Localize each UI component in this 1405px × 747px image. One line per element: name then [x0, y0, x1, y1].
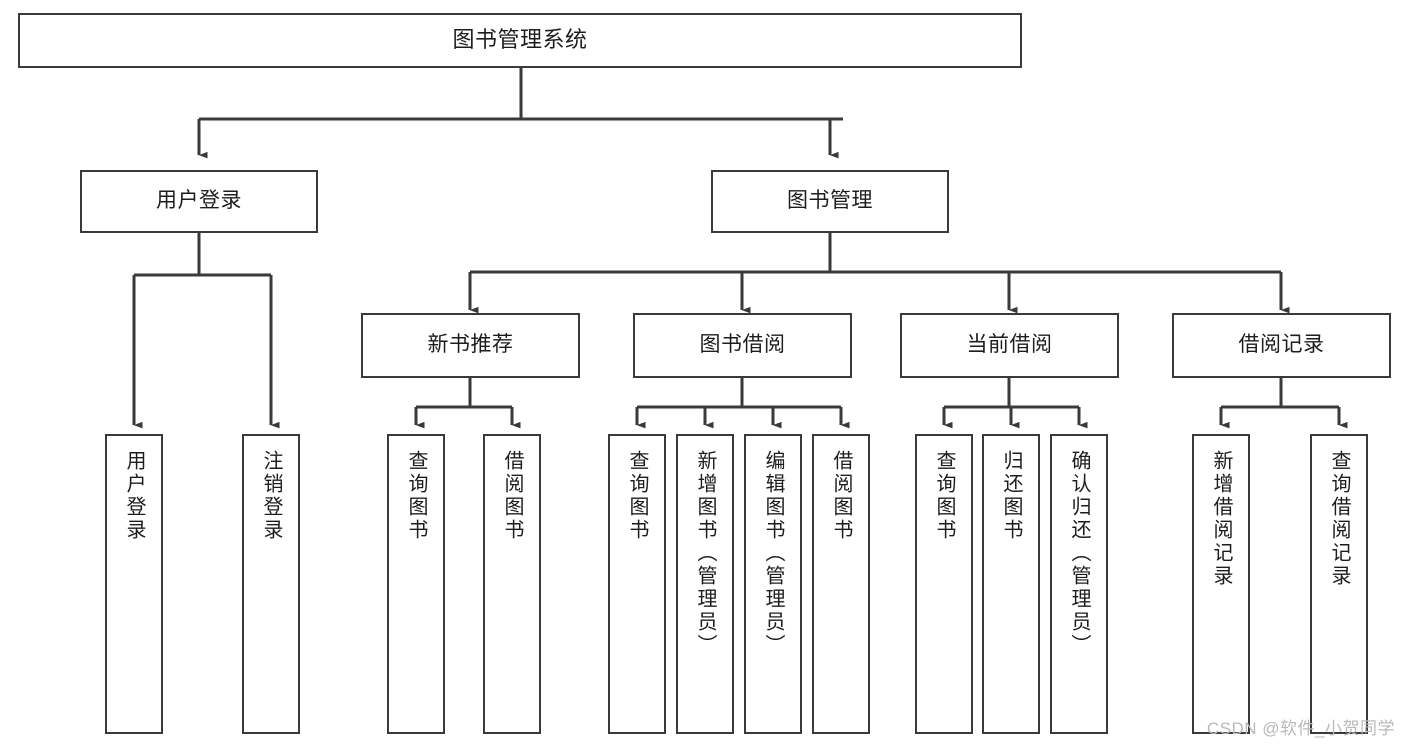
watermark-text: CSDN @软件_小贺同学 — [1206, 719, 1395, 738]
node-leaf-logout[interactable]: 注销登录 — [242, 434, 300, 734]
node-leaf-borrow-book-bb[interactable]: 借阅图书 — [812, 434, 870, 734]
node-label: 编辑图书（管理员） — [762, 450, 784, 657]
node-label: 注销登录 — [260, 450, 282, 542]
node-label: 查询图书 — [405, 450, 427, 542]
node-leaf-borrow-book-nb[interactable]: 借阅图书 — [483, 434, 541, 734]
node-book-management[interactable]: 图书管理 — [711, 170, 949, 233]
node-book-borrow[interactable]: 图书借阅 — [633, 313, 852, 378]
node-leaf-confirm-return-admin[interactable]: 确认归还（管理员） — [1050, 434, 1108, 734]
node-label: 图书管理 — [787, 189, 873, 213]
node-label: 查询借阅记录 — [1328, 450, 1350, 588]
node-user-login[interactable]: 用户登录 — [80, 170, 318, 233]
node-label: 用户登录 — [156, 189, 242, 213]
node-leaf-user-login[interactable]: 用户登录 — [105, 434, 163, 734]
node-label: 图书借阅 — [699, 333, 786, 357]
node-leaf-query-book-cb[interactable]: 查询图书 — [915, 434, 973, 734]
node-current-borrow[interactable]: 当前借阅 — [900, 313, 1119, 378]
node-label: 借阅图书 — [501, 450, 523, 542]
node-leaf-query-book-bb[interactable]: 查询图书 — [608, 434, 666, 734]
node-label: 当前借阅 — [966, 333, 1053, 357]
node-leaf-query-borrow-record[interactable]: 查询借阅记录 — [1310, 434, 1368, 734]
node-label: 用户登录 — [123, 450, 145, 542]
node-borrow-records[interactable]: 借阅记录 — [1172, 313, 1391, 378]
node-new-book-recommend[interactable]: 新书推荐 — [361, 313, 580, 378]
node-label: 查询图书 — [933, 450, 955, 542]
node-label: 借阅图书 — [830, 450, 852, 542]
node-label: 图书管理系统 — [452, 27, 588, 53]
node-label: 新书推荐 — [427, 333, 514, 357]
node-label: 查询图书 — [626, 450, 648, 542]
node-leaf-add-book-admin[interactable]: 新增图书（管理员） — [676, 434, 734, 734]
node-root-system[interactable]: 图书管理系统 — [18, 13, 1022, 68]
node-label: 确认归还（管理员） — [1068, 450, 1090, 657]
node-leaf-edit-book-admin[interactable]: 编辑图书（管理员） — [744, 434, 802, 734]
node-label: 归还图书 — [1000, 450, 1022, 542]
node-leaf-query-book-nb[interactable]: 查询图书 — [387, 434, 445, 734]
node-label: 借阅记录 — [1238, 333, 1325, 357]
node-leaf-add-borrow-record[interactable]: 新增借阅记录 — [1192, 434, 1250, 734]
node-leaf-return-book[interactable]: 归还图书 — [982, 434, 1040, 734]
node-label: 新增借阅记录 — [1210, 450, 1232, 588]
node-label: 新增图书（管理员） — [694, 450, 716, 657]
